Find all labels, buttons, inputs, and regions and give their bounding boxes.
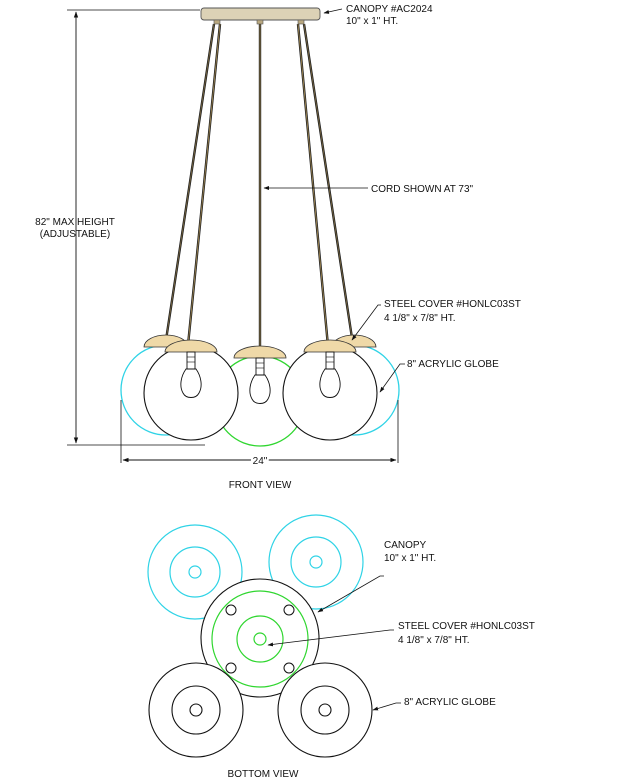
canopy-port-left [213, 19, 221, 25]
canopy-label-line1: CANOPY #AC2024 [346, 4, 433, 15]
plan-cover-leader [267, 629, 394, 647]
plan-globe-back-left [147, 524, 243, 620]
canopy-port-center [256, 19, 264, 25]
front-view-caption: FRONT VIEW [229, 480, 292, 491]
plan-globe-back-right [268, 514, 364, 610]
plan-globe-center [211, 590, 309, 688]
cord-label: CORD SHOWN AT 73" [371, 184, 474, 195]
cover-leader [351, 304, 381, 341]
front-view: CANOPY #AC2024 10" x 1" HT. CORD SHOWN A… [35, 4, 521, 491]
width-dimension [120, 400, 399, 463]
height-dimension [67, 9, 205, 446]
height-label-line2: (ADJUSTABLE) [40, 229, 110, 240]
plan-globe-front-right [277, 662, 373, 758]
globe-front-right [282, 339, 378, 441]
plan-cover-label-line2: 4 1/8" x 7/8" HT. [398, 635, 470, 646]
globe-label: 8" ACRYLIC GLOBE [407, 359, 499, 370]
plan-canopy-leader [317, 575, 384, 613]
width-label: 24" [253, 456, 268, 467]
canopy [200, 7, 321, 21]
bottom-view: CANOPY 10" x 1" HT. STEEL COVER #HONLC03… [147, 514, 535, 780]
globe-leader [379, 363, 405, 393]
plan-cover-label-line1: STEEL COVER #HONLC03ST [398, 621, 535, 632]
plan-canopy-label-line2: 10" x 1" HT. [384, 553, 436, 564]
canopy-port-right [297, 19, 305, 25]
globe-center [214, 345, 306, 447]
canopy-label-line2: 10" x 1" HT. [346, 16, 398, 27]
cords [164, 23, 354, 350]
plan-globe-front-left [148, 662, 244, 758]
plan-canopy-ports [225, 604, 295, 674]
globe-front-left [143, 339, 239, 441]
height-label-line1: 82" MAX HEIGHT [35, 217, 115, 228]
cover-label-line2: 4 1/8" x 7/8" HT. [384, 313, 456, 324]
bottom-view-caption: BOTTOM VIEW [228, 769, 299, 780]
cover-label-line1: STEEL COVER #HONLC03ST [384, 299, 521, 310]
plan-globe-label: 8" ACRYLIC GLOBE [404, 697, 496, 708]
plan-globe-leader [372, 702, 401, 711]
canopy-leader [323, 8, 343, 14]
plan-canopy-label-line1: CANOPY [384, 540, 427, 551]
